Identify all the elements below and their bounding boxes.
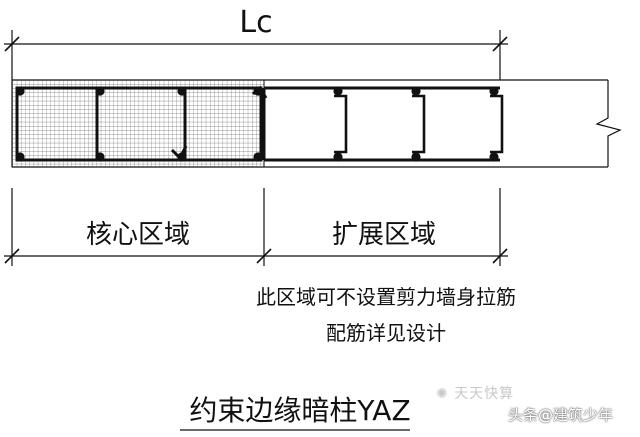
rebar-dots xyxy=(15,86,499,162)
core-zone-label: 核心区域 xyxy=(86,220,190,250)
watermark-logo-icon: ✺ xyxy=(436,386,455,402)
note-line-1: 此区域可不设置剪力墙身拉筋 xyxy=(256,285,516,309)
drawing-caption: 约束边缘暗柱YAZ xyxy=(189,394,410,427)
extension-tie-bars xyxy=(334,94,504,154)
top-dimension xyxy=(4,30,508,80)
extension-zone-label: 扩展区域 xyxy=(332,220,436,250)
watermark-author: 头条@建筑少年 xyxy=(508,406,614,424)
zone-dimension xyxy=(4,188,508,266)
note-line-2: 配筋详见设计 xyxy=(326,321,446,345)
extension-stirrup xyxy=(262,86,500,162)
core-stirrups xyxy=(15,86,263,162)
watermark-faint: ✺ 天天快算 xyxy=(436,386,515,402)
break-line xyxy=(595,80,622,167)
core-region-hatch xyxy=(11,79,265,168)
dimension-label: Lc xyxy=(239,5,272,40)
